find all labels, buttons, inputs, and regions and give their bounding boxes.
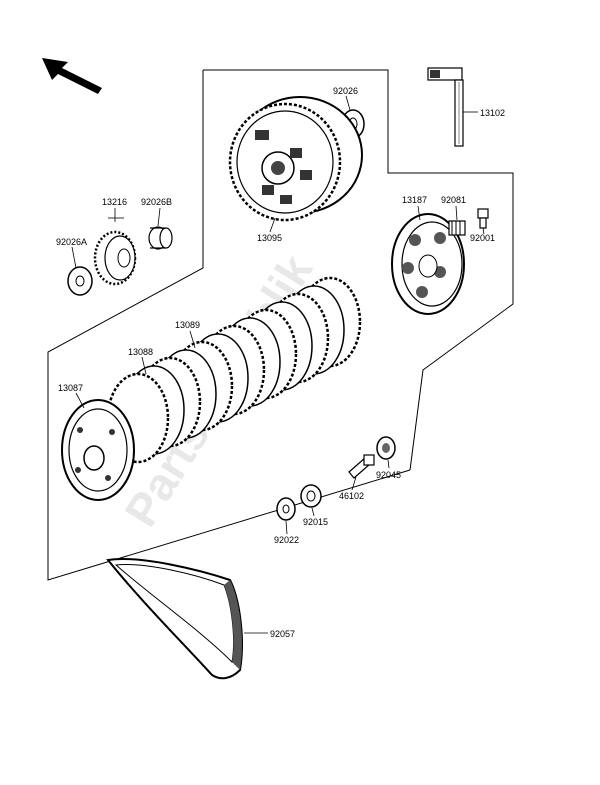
part-label-13216: 13216: [102, 197, 127, 207]
part-label-13089: 13089: [175, 320, 200, 330]
push-rod: [427, 67, 464, 147]
part-label-13088: 13088: [128, 347, 153, 357]
part-label-13095: 13095: [257, 233, 282, 243]
clutch-housing: [228, 96, 363, 222]
clutch-hub: [61, 399, 135, 501]
part-label-92057: 92057: [270, 629, 295, 639]
clutch-plate-stack: [106, 276, 362, 464]
part-label-13187: 13187: [402, 195, 427, 205]
clutch-spring: [448, 220, 466, 236]
part-label-13102: 13102: [480, 108, 505, 118]
pressure-plate: [391, 213, 465, 315]
part-label-92015: 92015: [303, 517, 328, 527]
part-label-92001: 92001: [470, 233, 495, 243]
bolt-92001: [477, 208, 489, 229]
part-label-13087: 13087: [58, 383, 83, 393]
part-label-92026B: 92026B: [141, 197, 172, 207]
nut-92015: [300, 484, 322, 508]
part-label-92026A: 92026A: [56, 237, 87, 247]
part-label-92045: 92045: [376, 470, 401, 480]
part-label-46102: 46102: [339, 491, 364, 501]
washer-92022: [276, 497, 296, 521]
assembly-outline: [203, 69, 514, 471]
part-label-92022: 92022: [274, 535, 299, 545]
washer-92026A: [67, 266, 93, 296]
part-label-92026: 92026: [333, 86, 358, 96]
part-label-92081: 92081: [441, 195, 466, 205]
direction-arrow-icon: [42, 58, 102, 94]
release-rod: [348, 454, 375, 479]
oil-pump-gear: [93, 230, 137, 286]
bearing-92045: [376, 436, 396, 460]
primary-chain: [106, 558, 243, 680]
sleeve-92026B: [148, 226, 173, 250]
